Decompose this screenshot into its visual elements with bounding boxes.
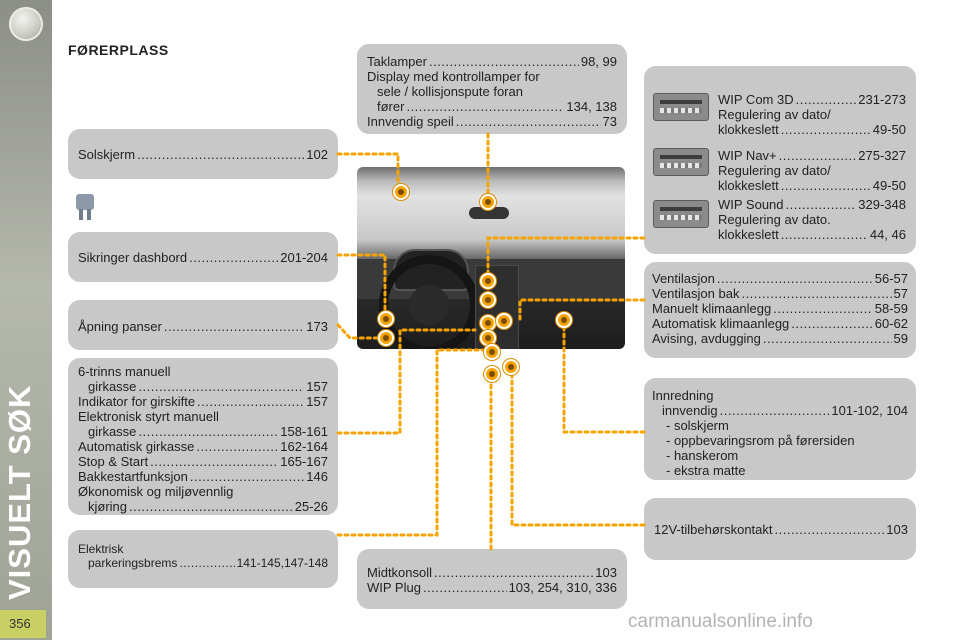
callout-marker (480, 194, 496, 210)
list-item: - solskjerm (666, 418, 729, 433)
index-entry: Automatisk girkasse162-164 (78, 439, 328, 454)
wip-nav-entry: WIP Nav+275-327 Regulering av dato/ klok… (718, 148, 906, 193)
index-entry: Solskjerm102 (78, 147, 328, 162)
index-entry: Stop & Start165-167 (78, 454, 328, 469)
index-text: Elektronisk styrt manuell (78, 409, 219, 424)
index-entry: 12V-tilbehørskontakt103 (654, 522, 908, 537)
wip-sound-entry: WIP Sound329-348 Regulering av dato. klo… (718, 197, 906, 242)
leader-line (336, 348, 493, 537)
solskjerm-box: Solskjerm102 (68, 129, 338, 179)
index-entry: Ventilasjon56-57 (652, 271, 908, 286)
girkasse-box: 6-trinns manuell girkasse157 Indikator f… (68, 358, 338, 515)
index-entry: WIP Nav+275-327 (718, 148, 906, 163)
radio-unit-icon (653, 148, 709, 176)
list-item: - oppbevaringsrom på førersiden (666, 433, 855, 448)
index-entry: girkasse158-161 (78, 424, 328, 439)
index-entry: Innvendig speil73 (367, 114, 617, 129)
sidebar: VISUELT SØK (0, 0, 52, 640)
index-entry: Automatisk klimaanlegg60-62 (652, 316, 908, 331)
index-entry: Avising, avdugging59 (652, 331, 908, 346)
page-number-badge: 356 (0, 610, 46, 638)
index-entry: Taklamper98, 99 (367, 54, 617, 69)
callout-marker (378, 311, 394, 327)
list-item: - ekstra matte (666, 463, 746, 478)
callout-marker (480, 292, 496, 308)
index-entry: WIP Sound329-348 (718, 197, 906, 212)
index-entry: innvendig101-102, 104 (652, 403, 908, 418)
index-entry: WIP Com 3D231-273 (718, 92, 906, 107)
innredning-box: Innredning innvendig101-102, 104 - solsk… (644, 378, 916, 480)
ventilasjon-box: Ventilasjon56-57 Ventilasjon bak57 Manue… (644, 262, 916, 358)
decorative-circle-icon (9, 7, 43, 41)
index-text: Regulering av dato/ (718, 163, 831, 178)
leader-line (336, 328, 477, 435)
wip-box: WIP Com 3D231-273 Regulering av dato/ kl… (644, 66, 916, 254)
list-item: - hanskerom (666, 448, 739, 463)
index-text: Display med kontrollamper for (367, 69, 540, 84)
sikringer-box: Sikringer dashbord201-204 (68, 232, 338, 282)
callout-marker (480, 315, 496, 331)
callout-marker (556, 312, 572, 328)
index-text: sele / kollisjonspute foran (377, 84, 523, 99)
watermark: carmanualsonline.info (628, 611, 813, 632)
index-text: Elektrisk (78, 542, 124, 556)
callout-marker (484, 344, 500, 360)
index-entry: Ventilasjon bak57 (652, 286, 908, 301)
index-entry: klokkeslett49-50 (718, 178, 906, 193)
tilbehor-box: 12V-tilbehørskontakt103 (644, 498, 916, 560)
index-text: Innredning (652, 388, 714, 403)
callout-marker (503, 359, 519, 375)
index-entry: kjøring25-26 (78, 499, 328, 514)
index-entry: girkasse157 (78, 379, 328, 394)
fuse-icon (74, 194, 96, 222)
mirror-shape (469, 207, 509, 219)
index-entry: WIP Plug103, 254, 310, 336 (367, 580, 617, 595)
leader-line (336, 253, 387, 318)
steering-hub (409, 285, 449, 325)
midtkonsoll-box: Midtkonsoll103 WIP Plug103, 254, 310, 33… (357, 549, 627, 609)
innredning-list: - solskjerm - oppbevaringsrom på førersi… (652, 418, 908, 478)
callout-marker (484, 366, 500, 382)
index-entry: Bakkestartfunksjon146 (78, 469, 328, 484)
index-entry: Åpning panser173 (78, 319, 328, 334)
page-number: 356 (9, 616, 31, 631)
page-title: FØRERPLASS (68, 42, 169, 58)
index-text: Regulering av dato. (718, 212, 831, 227)
index-entry: Indikator for girskifte157 (78, 394, 328, 409)
index-entry: klokkeslett49-50 (718, 122, 906, 137)
index-entry: klokkeslett44, 46 (718, 227, 906, 242)
leader-line (510, 366, 646, 527)
parkering-box: Elektrisk parkeringsbrems141-145,147-148 (68, 530, 338, 588)
leader-line (562, 318, 646, 434)
apning-box: Åpning panser173 (68, 300, 338, 350)
index-entry: Sikringer dashbord201-204 (78, 250, 328, 265)
wip-com-entry: WIP Com 3D231-273 Regulering av dato/ kl… (718, 92, 906, 137)
index-text: Regulering av dato/ (718, 107, 831, 122)
leader-line (486, 236, 646, 302)
index-entry: Manuelt klimaanlegg58-59 (652, 301, 908, 316)
leader-line (518, 298, 646, 322)
index-entry: Midtkonsoll103 (367, 565, 617, 580)
radio-unit-icon (653, 93, 709, 121)
callout-marker (480, 273, 496, 289)
leader-line (336, 323, 387, 340)
callout-marker (496, 313, 512, 329)
radio-unit-icon (653, 200, 709, 228)
leader-line (336, 152, 400, 194)
index-entry: fører134, 138 (367, 99, 617, 114)
index-entry: parkeringsbrems141-145,147-148 (78, 556, 328, 570)
taklamper-box: Taklamper98, 99 Display med kontrollampe… (357, 44, 627, 134)
index-text: Økonomisk og miljøvennlig (78, 484, 234, 499)
callout-marker (378, 330, 394, 346)
callout-marker (393, 184, 409, 200)
index-text: 6-trinns manuell (78, 364, 171, 379)
